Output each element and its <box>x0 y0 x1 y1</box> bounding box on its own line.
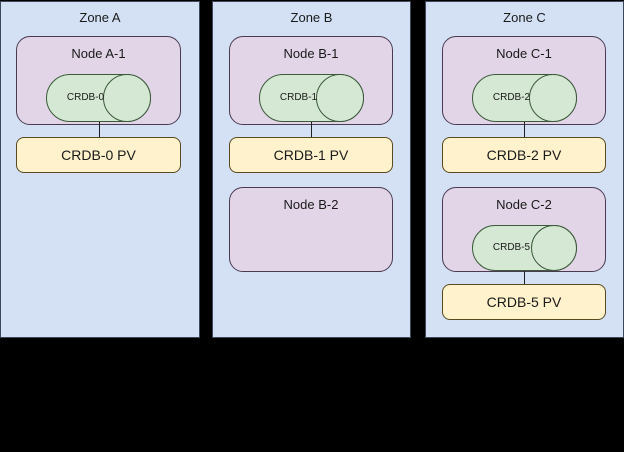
database-cylinder-crdb-1[interactable]: CRDB-1 <box>259 74 364 122</box>
pv-box-crdb-2-pv[interactable]: CRDB-2 PV <box>442 137 606 173</box>
zone-title-a: Zone A <box>79 10 121 25</box>
node-title-c-1: Node C-1 <box>496 46 552 61</box>
database-cylinder-crdb-5[interactable]: CRDB-5 <box>472 225 577 271</box>
pv-box-crdb-5-pv[interactable]: CRDB-5 PV <box>442 284 606 320</box>
pv-box-crdb-1-pv[interactable]: CRDB-1 PV <box>229 137 393 173</box>
database-cylinder-crdb-2[interactable]: CRDB-2 <box>472 74 577 122</box>
node-title-b-2: Node B-2 <box>283 197 339 212</box>
connector-node-c-1-to-crdb-2-pv <box>524 122 525 137</box>
zone-title-b: Zone B <box>290 10 333 25</box>
pv-label-crdb-5-pv: CRDB-5 PV <box>486 293 562 310</box>
connector-node-a-1-to-crdb-0-pv <box>99 122 100 137</box>
cylinder-shape-icon <box>472 74 577 122</box>
node-title-c-2: Node C-2 <box>496 197 552 212</box>
cylinder-shape-icon <box>46 74 151 122</box>
connector-node-b-1-to-crdb-1-pv <box>311 122 312 137</box>
node-box-b-2[interactable]: Node B-2 <box>229 187 393 272</box>
pv-box-crdb-0-pv[interactable]: CRDB-0 PV <box>16 137 181 173</box>
connector-node-c-2-to-crdb-5-pv <box>524 271 525 284</box>
cylinder-shape-icon <box>472 225 577 271</box>
node-title-b-1: Node B-1 <box>283 46 339 61</box>
zone-title-c: Zone C <box>503 10 546 25</box>
pv-label-crdb-0-pv: CRDB-0 PV <box>61 146 136 163</box>
node-title-a-1: Node A-1 <box>71 46 126 61</box>
database-cylinder-crdb-0[interactable]: CRDB-0 <box>46 74 151 122</box>
pv-label-crdb-2-pv: CRDB-2 PV <box>486 146 562 163</box>
cylinder-shape-icon <box>259 74 364 122</box>
pv-label-crdb-1-pv: CRDB-1 PV <box>273 146 349 163</box>
